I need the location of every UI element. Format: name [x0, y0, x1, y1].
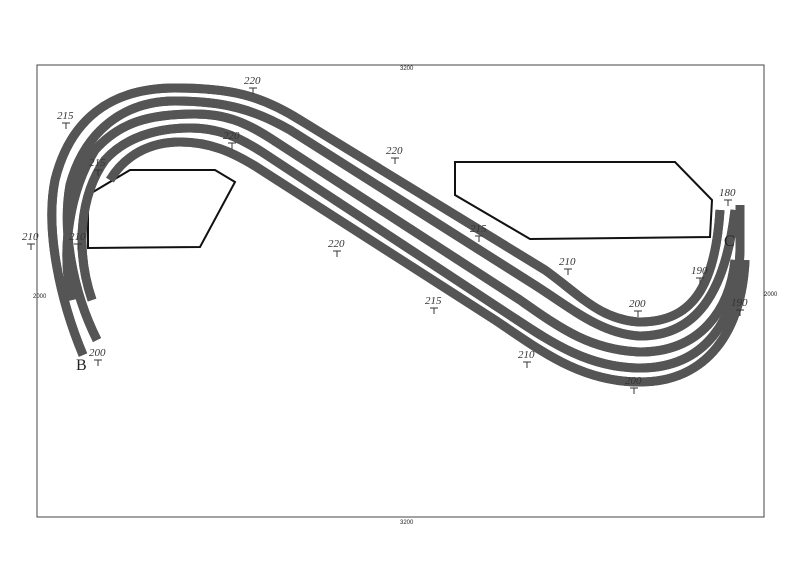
svg-text:210: 210 — [559, 256, 576, 268]
track-4 — [82, 123, 745, 373]
height-label: 215 — [470, 223, 487, 242]
height-label: 210 — [69, 231, 86, 250]
svg-text:215: 215 — [470, 223, 487, 235]
height-label: 200 — [89, 347, 106, 366]
bottom-dimension: 3200 — [400, 520, 414, 526]
track-2 — [67, 96, 735, 340]
right-dimension: 2000 — [764, 292, 778, 298]
svg-text:215: 215 — [89, 157, 106, 169]
track-1 — [52, 83, 720, 355]
svg-text:200: 200 — [89, 347, 106, 359]
height-label: 215 — [89, 157, 106, 176]
track-5 — [110, 137, 745, 387]
height-label: 210 — [518, 349, 535, 368]
height-label: 210 — [559, 256, 576, 275]
top-dimension: 3200 — [400, 66, 414, 72]
svg-text:200: 200 — [629, 298, 646, 310]
track-3 — [67, 109, 735, 357]
marker-b: B — [76, 357, 87, 374]
height-label: 210 — [22, 231, 39, 250]
svg-text:200: 200 — [625, 375, 642, 387]
left-scenery-area — [87, 169, 237, 250]
left-dimension: 2000 — [33, 294, 47, 300]
height-label: 220 — [386, 145, 403, 164]
svg-text:220: 220 — [386, 145, 403, 157]
height-label: 220 — [328, 238, 345, 257]
height-label: 215 — [57, 110, 74, 129]
svg-text:210: 210 — [22, 231, 39, 243]
svg-text:220: 220 — [328, 238, 345, 250]
marker-c: C — [724, 233, 735, 250]
svg-text:190: 190 — [731, 297, 748, 309]
svg-text:190: 190 — [691, 265, 708, 277]
svg-text:210: 210 — [518, 349, 535, 361]
right-scenery-area — [454, 161, 714, 241]
svg-text:215: 215 — [425, 295, 442, 307]
tracks — [52, 83, 745, 387]
height-label: 220 — [244, 75, 261, 94]
height-label: 220 — [223, 130, 240, 149]
height-label: 190 — [691, 265, 708, 284]
svg-text:215: 215 — [57, 110, 74, 122]
height-label: 190 — [731, 297, 748, 316]
svg-text:220: 220 — [223, 130, 240, 142]
height-label: 215 — [425, 295, 442, 314]
height-label: 200 — [625, 375, 642, 394]
baseboard-outline — [36, 64, 765, 518]
svg-text:180: 180 — [719, 187, 736, 199]
svg-text:210: 210 — [69, 231, 86, 243]
svg-text:220: 220 — [244, 75, 261, 87]
height-labels: 220 215 220 220 215 210 210 220 215 210 … — [22, 75, 748, 394]
height-label: 200 — [629, 298, 646, 317]
height-label: 180 — [719, 187, 736, 206]
